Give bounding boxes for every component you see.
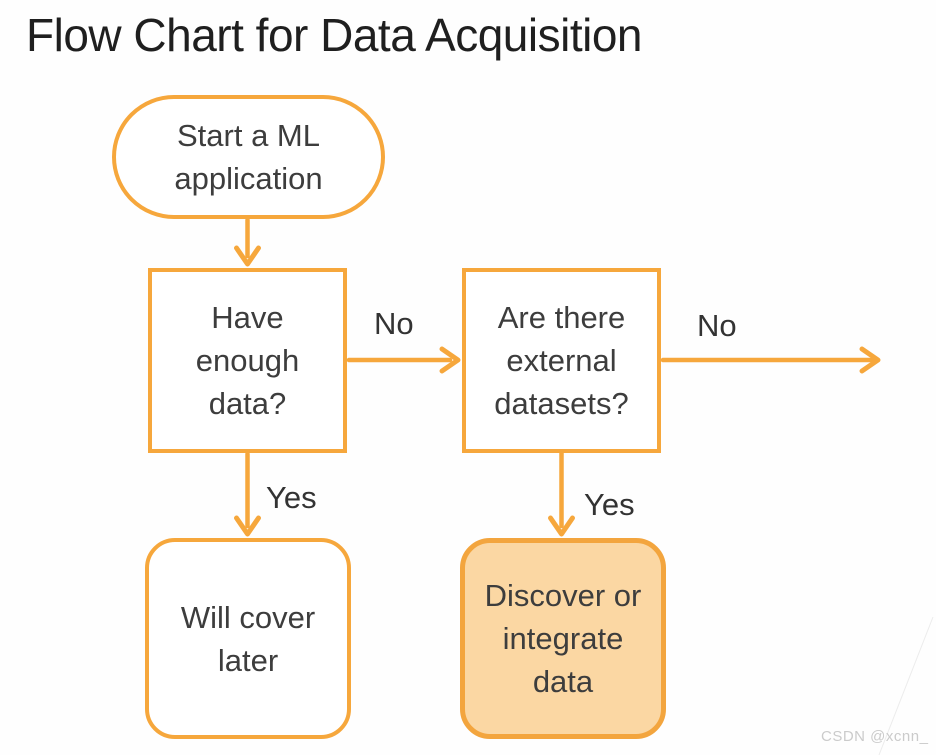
arrow-external-to-offpage xyxy=(660,346,881,374)
arrow-have-data-to-cover-later xyxy=(234,451,261,537)
arrow-have-data-to-external xyxy=(346,346,461,374)
arrow-start-to-have-data xyxy=(234,217,261,267)
node-start: Start a ML application xyxy=(112,95,385,219)
node-have-enough-data-label: Have enough data? xyxy=(195,300,300,421)
node-have-enough-data: Have enough data? xyxy=(148,268,347,453)
edge-label-yes-external: Yes xyxy=(584,487,635,522)
node-will-cover-later-label: Will cover later xyxy=(180,599,316,678)
node-external-datasets: Are there external datasets? xyxy=(462,268,661,453)
edge-label-no-have-data: No xyxy=(374,306,414,341)
node-discover-integrate-data: Discover or integrate data xyxy=(460,538,666,739)
page-title: Flow Chart for Data Acquisition xyxy=(26,9,643,61)
edge-label-no-external: No xyxy=(697,308,737,343)
arrow-external-to-discover xyxy=(548,449,575,537)
watermark: CSDN @xcnn_ xyxy=(821,728,929,745)
edge-label-yes-have-data: Yes xyxy=(266,480,317,515)
node-discover-integrate-data-label: Discover or integrate data xyxy=(484,578,642,699)
node-start-label: Start a ML application xyxy=(174,118,323,196)
node-external-datasets-label: Are there external datasets? xyxy=(494,300,629,421)
node-will-cover-later: Will cover later xyxy=(145,538,351,739)
